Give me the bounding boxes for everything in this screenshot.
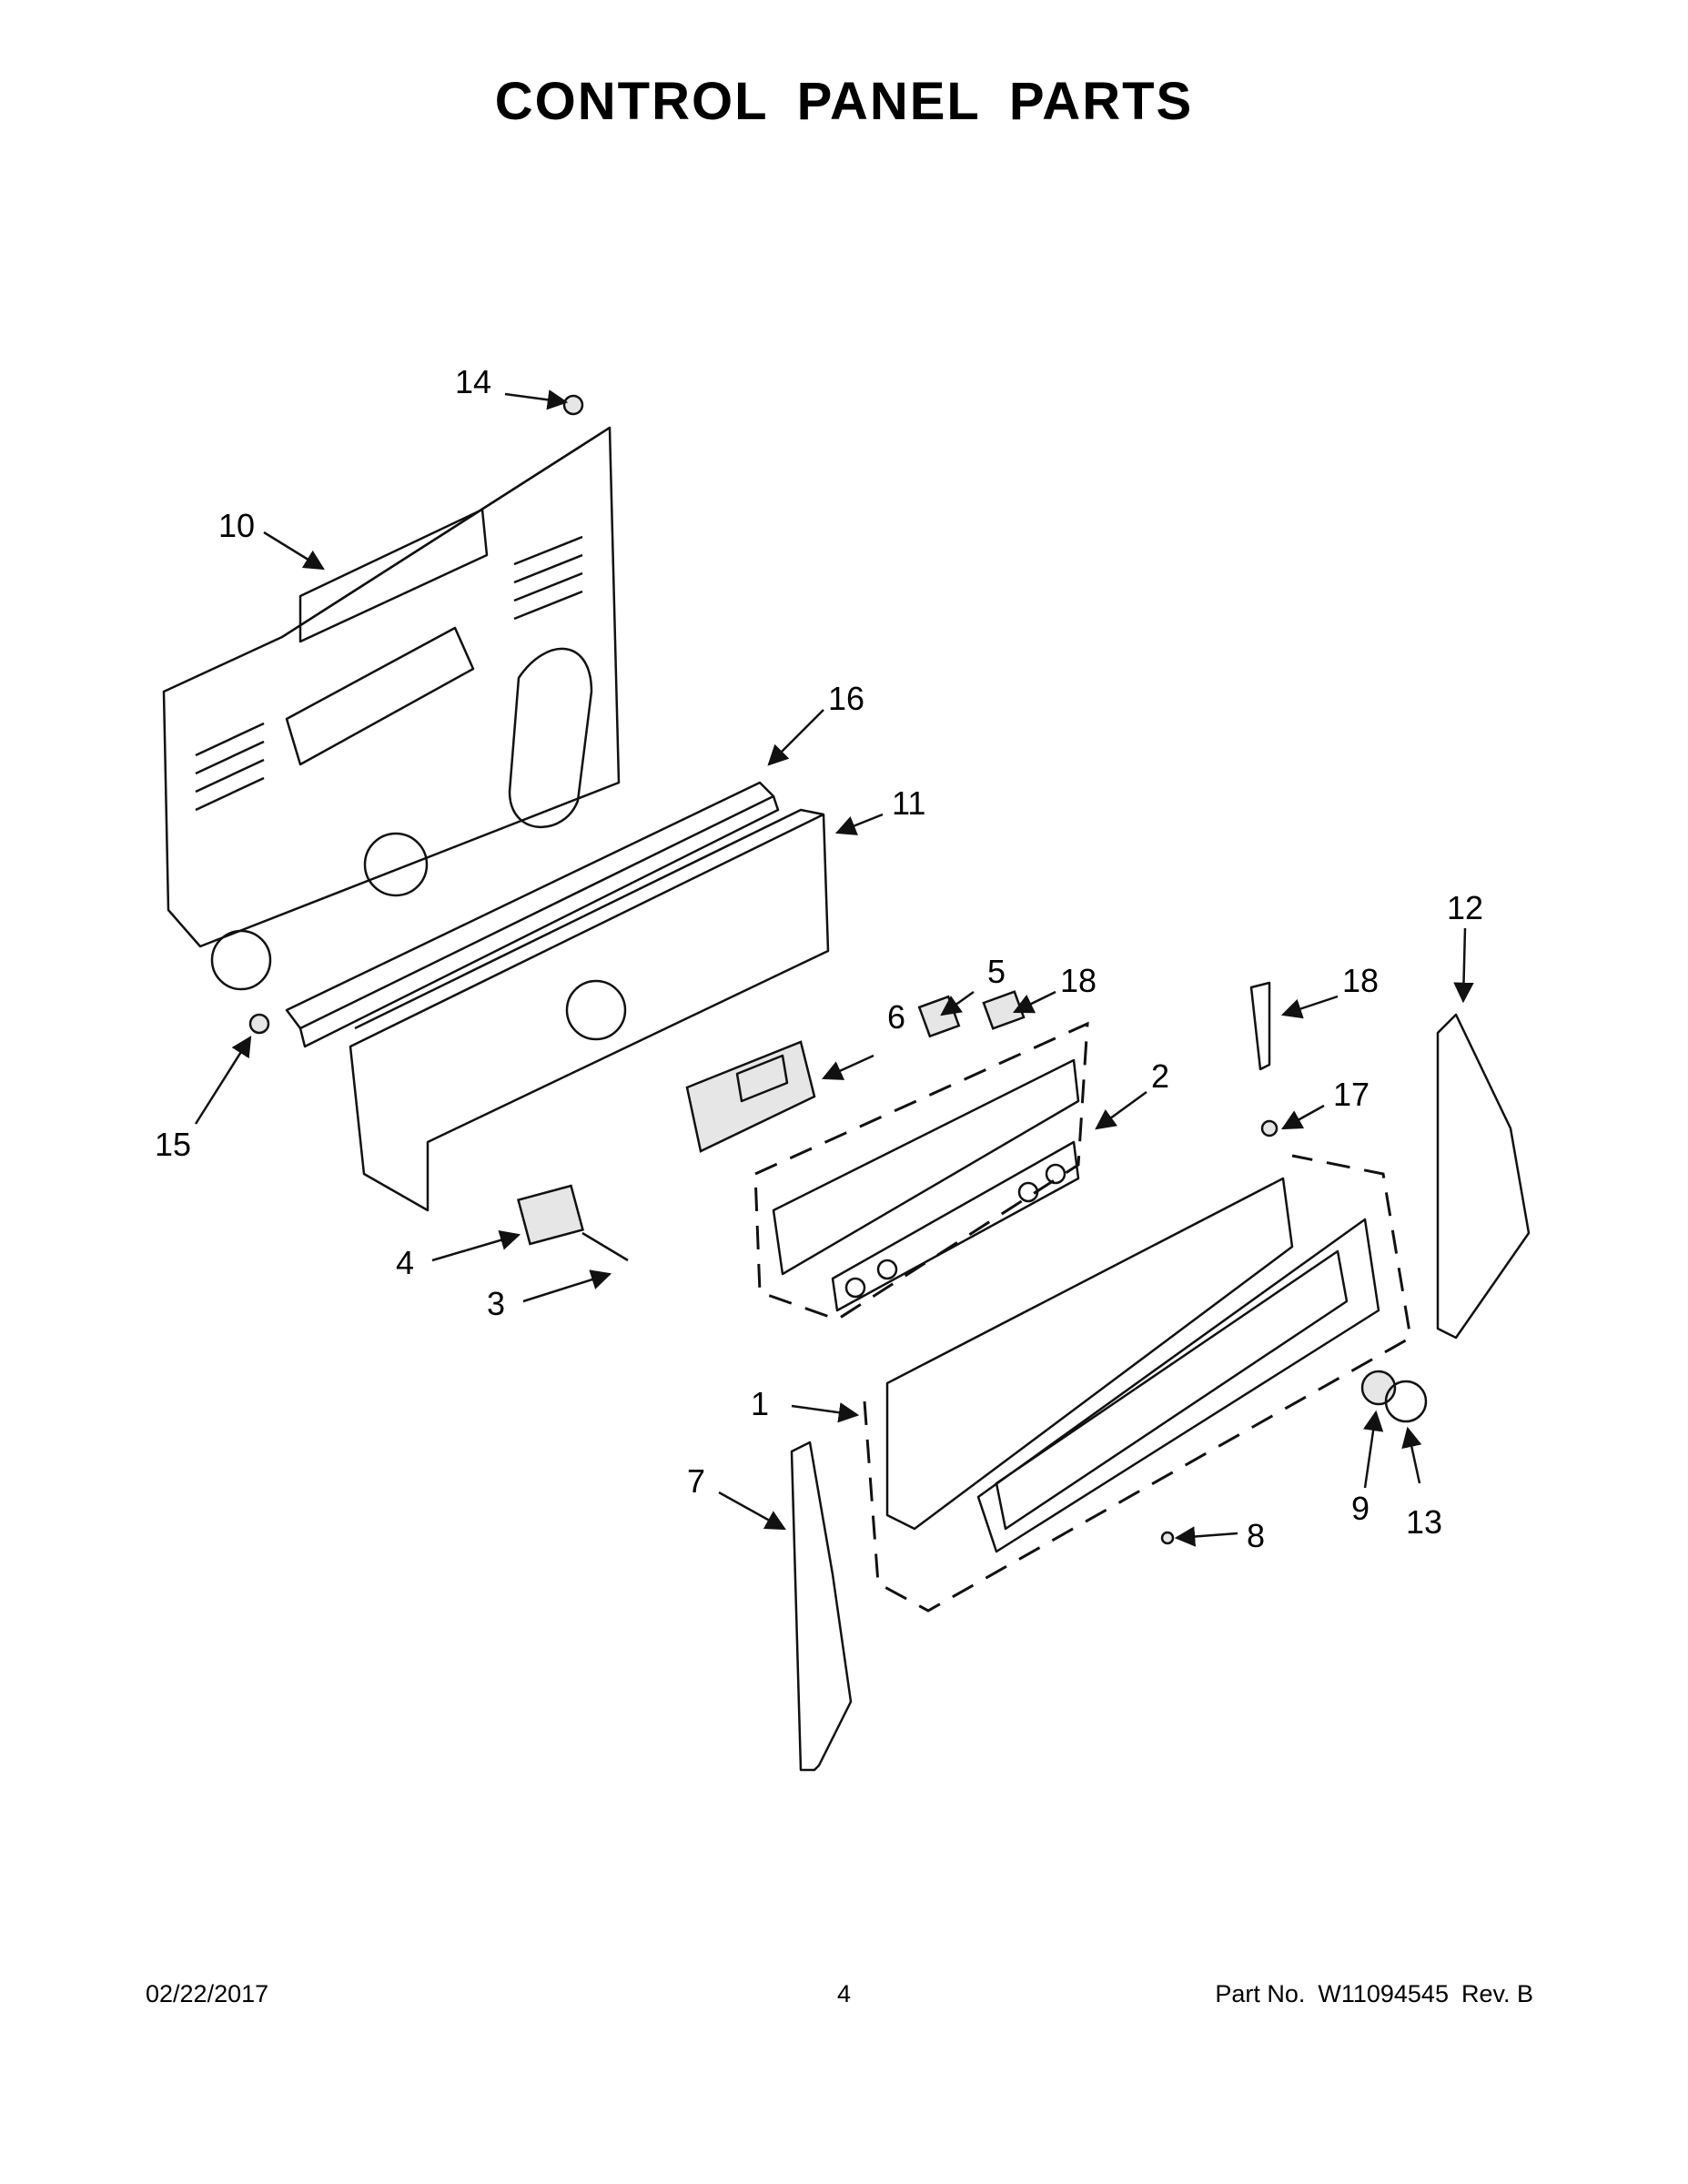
part-control-frame (753, 1021, 1089, 1321)
part-switch-shaft (581, 1231, 629, 1262)
callout-11: 11 (892, 784, 925, 822)
part-control-board (685, 1040, 816, 1153)
callout-16: 16 (828, 680, 864, 717)
part-screw-console (1160, 1531, 1175, 1545)
callout-5: 5 (987, 953, 1006, 990)
page-title: CONTROL PANEL PARTS (494, 72, 1194, 131)
part-bracket-rail (285, 781, 780, 1048)
part-rear-panel (162, 426, 621, 991)
callout-9: 9 (1351, 1490, 1370, 1527)
part-mounting-clip (1249, 981, 1271, 1071)
part-screw-right (1260, 1119, 1279, 1138)
part-switch (917, 995, 961, 1038)
leader-lines (194, 389, 1474, 1547)
part-screw-left (248, 1013, 270, 1035)
callout-2: 2 (1151, 1057, 1169, 1095)
part-screw-top (562, 394, 584, 416)
callout-6: 6 (887, 998, 905, 1036)
callout-15: 15 (155, 1126, 191, 1163)
footer-page-number: 4 (836, 1980, 852, 2007)
footer-revision: Rev. B (1461, 1980, 1533, 2007)
footer-part-label: Part No. (1215, 1980, 1306, 2007)
part-left-end-cap (790, 1441, 853, 1772)
callout-18-switch-clip: 18 (1060, 962, 1097, 999)
callout-10: 10 (218, 507, 255, 544)
footer-date: 02/22/2017 (146, 1980, 269, 2007)
callout-1: 1 (751, 1385, 769, 1422)
callout-4: 4 (396, 1244, 414, 1281)
part-manifold-panel (349, 808, 830, 1212)
part-console (863, 1154, 1412, 1613)
part-knob (1360, 1370, 1428, 1423)
callout-12: 12 (1447, 889, 1483, 926)
footer-part-info: Part No. W11094545 Rev. B (1202, 1980, 1533, 2008)
callout-13: 13 (1406, 1503, 1442, 1541)
callout-14: 14 (455, 363, 491, 400)
callout-17: 17 (1333, 1076, 1370, 1113)
callout-18-bracket: 18 (1342, 962, 1379, 999)
callout-8: 8 (1247, 1517, 1265, 1554)
part-right-end-cap (1436, 1013, 1531, 1340)
footer-part-number: W11094545 (1318, 1980, 1449, 2007)
callout-7: 7 (687, 1462, 705, 1500)
callout-labels: 1 2 3 4 5 6 7 8 9 10 11 12 13 14 15 16 1… (155, 363, 1483, 1554)
part-infinite-switch (517, 1184, 584, 1246)
callout-3: 3 (487, 1285, 505, 1322)
